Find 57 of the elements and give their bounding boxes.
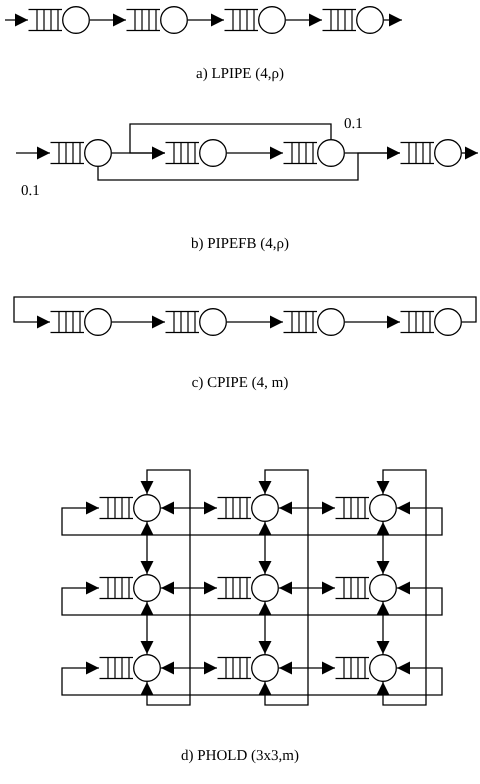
double-arrow <box>376 602 390 654</box>
double-arrow <box>258 522 272 574</box>
queue-symbol <box>283 139 345 167</box>
queue-symbol <box>400 139 462 167</box>
double-arrow <box>140 469 191 706</box>
arrow <box>97 146 400 181</box>
arrow <box>286 14 322 26</box>
double-arrow <box>279 662 335 674</box>
arrow <box>13 296 477 328</box>
queue-symbol <box>165 139 227 167</box>
queue-symbol <box>224 6 286 34</box>
queue-symbol <box>126 6 188 34</box>
double-arrow <box>376 469 427 706</box>
arrow <box>227 316 283 328</box>
double-arrow <box>258 469 309 706</box>
double-arrow <box>61 662 443 696</box>
queue-symbol <box>335 574 397 602</box>
panel-caption: b) PIPEFB (4,ρ) <box>191 236 289 253</box>
queue-symbol <box>283 308 345 336</box>
double-arrow <box>161 502 217 514</box>
queue-symbol <box>50 139 112 167</box>
arrow <box>462 146 478 160</box>
double-arrow <box>161 662 217 674</box>
panel-caption: d) PHOLD (3x3,m) <box>181 748 299 765</box>
arrow <box>112 316 165 328</box>
panel-caption: a) LPIPE (4,ρ) <box>196 66 284 83</box>
arrow <box>16 146 50 160</box>
queue-symbol <box>322 6 384 34</box>
panel-caption: c) CPIPE (4, m) <box>192 375 288 392</box>
queue-symbol <box>400 308 462 336</box>
queue-symbol <box>217 654 279 682</box>
double-arrow <box>258 602 272 654</box>
double-arrow <box>279 502 335 514</box>
arrow <box>227 146 283 160</box>
queue-symbol <box>28 6 90 34</box>
arrow <box>345 316 400 328</box>
queue-symbol <box>165 308 227 336</box>
queue-symbol <box>50 308 112 336</box>
double-arrow <box>61 502 443 536</box>
arrow <box>188 14 224 26</box>
queue-symbol <box>335 494 397 522</box>
double-arrow <box>140 522 154 574</box>
double-arrow <box>140 602 154 654</box>
double-arrow <box>376 522 390 574</box>
double-arrow <box>161 582 217 594</box>
queue-symbol <box>99 494 161 522</box>
queue-symbol <box>335 654 397 682</box>
arrow <box>90 14 126 26</box>
queue-symbol <box>99 574 161 602</box>
arrow <box>5 14 28 26</box>
arrow <box>129 123 332 160</box>
arrow <box>384 14 402 26</box>
double-arrow <box>61 582 443 616</box>
queue-symbol <box>217 494 279 522</box>
queue-symbol <box>217 574 279 602</box>
queue-symbol <box>99 654 161 682</box>
double-arrow <box>279 582 335 594</box>
